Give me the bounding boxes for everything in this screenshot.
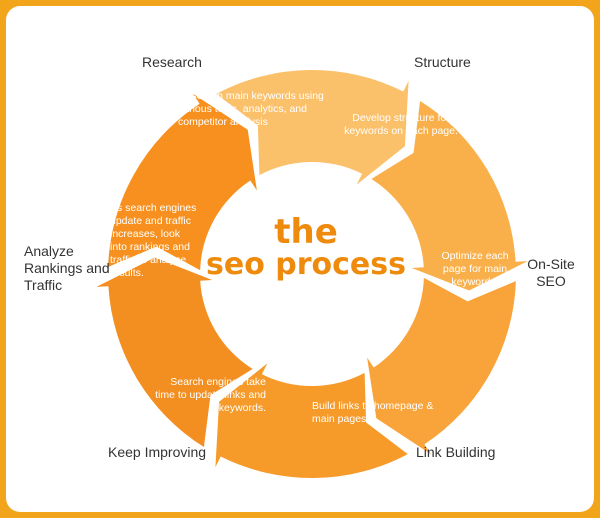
step-label-structure: Structure: [414, 54, 471, 70]
step-description-research: Research main keywords using various too…: [178, 90, 324, 128]
step-description-keep-improving: Search engines take time to update links…: [155, 376, 266, 414]
step-description-link-building: Build links to homepage & main pages.: [312, 400, 434, 425]
step-description-analyze: As search engines update and traffic inc…: [110, 202, 197, 279]
cycle-arrow-structure: [371, 101, 528, 291]
step-label-on-site-seo: On-Site SEO: [527, 256, 575, 289]
cycle-arrow-analyze: [108, 93, 257, 271]
step-label-analyze: Analyze Rankings and Traffic: [24, 243, 110, 293]
step-label-keep-improving: Keep Improving: [108, 444, 207, 460]
diagram-panel: the seo process Research Structure On-Si…: [6, 6, 594, 512]
seo-cycle-ring: [96, 69, 528, 479]
diagram-title-line2: seo process: [206, 247, 406, 282]
cycle-arrow-keep-improving: [96, 257, 253, 447]
cycle-arrow-link-building: [215, 363, 408, 479]
step-label-link-building: Link Building: [416, 444, 496, 460]
cycle-arrow-research: [216, 69, 409, 185]
cycle-arrow-on-site-seo: [367, 277, 516, 455]
step-label-research: Research: [142, 54, 202, 70]
diagram-title-line1: the: [274, 212, 338, 252]
step-description-on-site-seo: Optimize each page for main keywords.: [441, 250, 509, 288]
step-description-structure: Develop structure for keywords on each p…: [344, 112, 458, 137]
